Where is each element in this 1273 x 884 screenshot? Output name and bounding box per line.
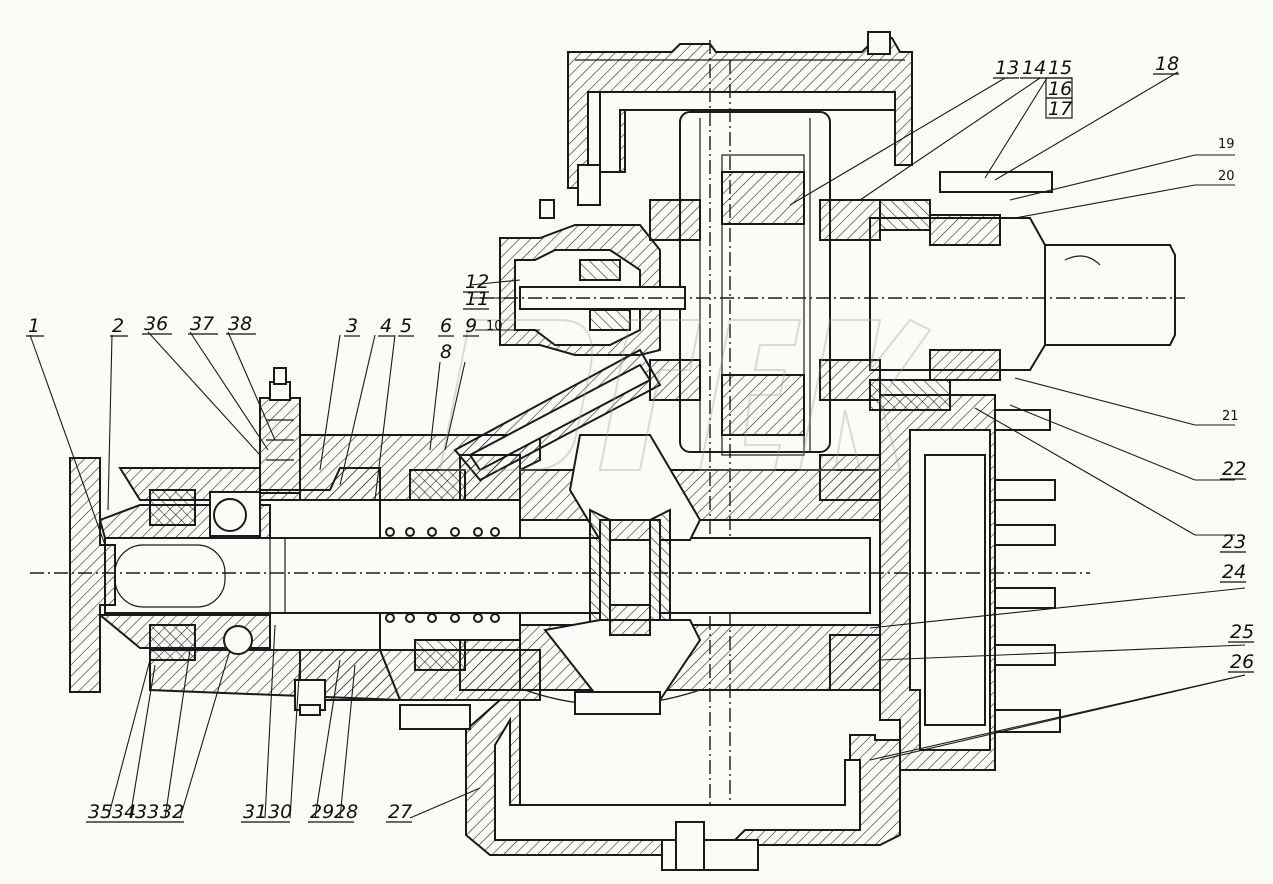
callout-34: 34 [112, 801, 136, 823]
spur-gear [679, 111, 831, 456]
tapered-bearings [459, 199, 881, 691]
callout-28: 28 [334, 801, 358, 823]
callout-1: 1 [28, 315, 40, 337]
output-flange [869, 199, 1176, 411]
callout-36: 36 [144, 313, 168, 335]
callout-11: 11 [465, 288, 489, 310]
callout-17: 17 [1048, 98, 1072, 120]
callout-23: 23 [1222, 531, 1246, 553]
callout-8: 8 [440, 341, 452, 363]
planetary-carrier [499, 164, 686, 356]
main-shaft [104, 537, 871, 614]
callout-19: 19 [1218, 137, 1235, 152]
bolt [994, 709, 1061, 733]
callout-2: 2 [112, 315, 124, 337]
callout-15: 15 [1048, 57, 1072, 79]
callout-9: 9 [465, 315, 477, 337]
callout-32: 32 [160, 801, 184, 823]
bolt [994, 524, 1056, 546]
bolt [994, 587, 1056, 609]
callout-21: 21 [1222, 409, 1239, 424]
right-housing [879, 171, 1061, 771]
callout-33: 33 [135, 801, 159, 823]
callout-13: 13 [995, 57, 1019, 79]
spring-coils [385, 527, 500, 623]
callout-25: 25 [1230, 621, 1254, 643]
callout-18: 18 [1155, 53, 1179, 75]
callout-labels: 1 2 36 37 38 3 4 5 6 8 9 10 11 12 13 14 … [26, 53, 1254, 823]
bolt [994, 409, 1051, 431]
bolt [994, 479, 1056, 501]
callout-3: 3 [346, 315, 358, 337]
callout-37: 37 [190, 313, 214, 335]
callout-29: 29 [310, 801, 334, 823]
callout-31: 31 [243, 801, 267, 823]
callout-12: 12 [465, 271, 489, 293]
callout-10: 10 [486, 319, 503, 334]
callout-35: 35 [88, 801, 112, 823]
callout-30: 30 [268, 801, 292, 823]
callout-20: 20 [1218, 169, 1235, 184]
leader-lines [29, 71, 1246, 819]
bevel-gear-cluster [519, 434, 881, 715]
callout-14: 14 [1022, 57, 1046, 79]
callout-27: 27 [388, 801, 412, 823]
callout-4: 4 [380, 315, 392, 337]
bottom-bolts [294, 679, 471, 730]
callout-22: 22 [1222, 458, 1246, 480]
callout-16: 16 [1048, 78, 1072, 100]
lower-housing [465, 699, 901, 871]
breather-valve [259, 367, 301, 494]
watermark-logo [438, 318, 932, 471]
callout-26: 26 [1230, 651, 1254, 673]
callout-6: 6 [440, 315, 452, 337]
callout-24: 24 [1222, 561, 1246, 583]
callout-38: 38 [228, 313, 252, 335]
callout-5: 5 [400, 315, 412, 337]
stud-bolt [939, 171, 1053, 193]
